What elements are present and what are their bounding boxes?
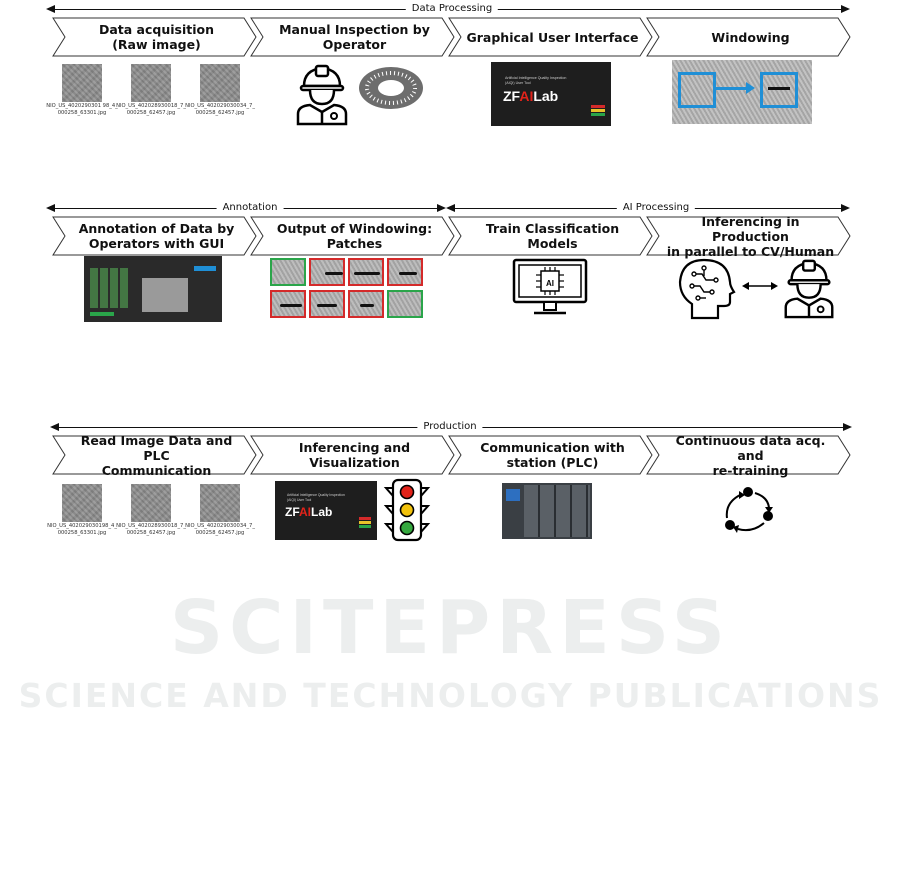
operator-icon xyxy=(296,64,348,126)
cycle-icon xyxy=(725,487,773,533)
step-windowing: Windowing xyxy=(646,17,851,57)
step-gui: Graphical User Interface xyxy=(448,17,653,57)
gui-status-yellow xyxy=(591,109,605,112)
production-label: Production xyxy=(417,421,483,433)
gui-subtitle: Artificial Intelligence Quality Inspecti… xyxy=(287,493,345,502)
raw-image-caption: NIO_US_402028930018_7_ 000258_62457.jpg xyxy=(116,103,186,116)
window-arrow xyxy=(714,87,748,90)
step-manual-inspection: Manual Inspection by Operator xyxy=(250,17,455,57)
raw-image-thumbnail xyxy=(200,484,240,522)
step-title: Windowing xyxy=(711,29,790,45)
raw-image-thumbnail xyxy=(62,64,102,102)
raw-image-thumbnail xyxy=(200,64,240,102)
step-communication-plc: Communication with station (PLC) xyxy=(448,435,653,475)
bidirectional-arrow-icon xyxy=(742,282,778,290)
step-output-windowing: Output of Windowing: Patches xyxy=(250,216,455,256)
step-title: Annotation of Data by Operators with GUI xyxy=(78,221,235,251)
step-title: Inferencing and Visualization xyxy=(298,440,411,470)
ai-processing-label: AI Processing xyxy=(616,202,696,214)
watermark-subtitle: SCIENCE AND TECHNOLOGY PUBLICATIONS xyxy=(18,676,883,715)
logo-lab: Lab xyxy=(533,88,559,104)
gui-screenshot: Artificial Intelligence Quality Inspecti… xyxy=(275,481,377,540)
gui-status-green xyxy=(591,113,605,116)
plc-hardware-image xyxy=(502,483,592,539)
zf-ai-lab-logo: ZFAILab xyxy=(503,88,558,104)
raw-image-thumbnail xyxy=(62,484,102,522)
ai-chip-label: AI xyxy=(546,279,554,288)
gui-status-red xyxy=(591,105,605,108)
zf-ai-lab-logo: ZFAILab xyxy=(285,505,332,519)
step-title: Read Image Data and PLC Communication xyxy=(80,432,233,478)
step-title: Graphical User Interface xyxy=(466,29,639,45)
step-data-acquisition: Data acquisition (Raw image) xyxy=(52,17,257,57)
step-title: Data acquisition (Raw image) xyxy=(98,22,215,52)
inspected-part-image xyxy=(359,67,423,109)
annotation-submit-bar xyxy=(90,312,114,316)
gui-subtitle: Artificial Intelligence Quality Inspecti… xyxy=(505,76,567,85)
step-inferencing-visualization: Inferencing and Visualization xyxy=(250,435,455,475)
crack-mark xyxy=(768,87,790,90)
raw-image-thumbnail xyxy=(131,64,171,102)
step-title: Continuous data acq. and re-training xyxy=(675,432,826,478)
step-continuous-retraining: Continuous data acq. and re-training xyxy=(646,432,851,478)
raw-image-caption: NIO_US_402029030198_4_ 000258_63301.jpg xyxy=(47,523,117,536)
logo-lab: Lab xyxy=(311,505,333,519)
gui-status-yellow xyxy=(359,521,371,524)
raw-image-caption: NIO_US_402028930018_7_ 000258_62457.jpg xyxy=(116,523,186,536)
window-box-left xyxy=(678,72,716,108)
window-box-right xyxy=(760,72,798,108)
windowing-image xyxy=(672,60,812,124)
raw-image-thumbnail xyxy=(131,484,171,522)
patch-nok xyxy=(270,290,306,318)
annotation-label: Annotation xyxy=(216,202,284,214)
gui-status-red xyxy=(359,517,371,520)
data-processing-label: Data Processing xyxy=(405,3,499,15)
step-inferencing-parallel: Inferencing in Production in parallel to… xyxy=(646,213,851,259)
patch-nok xyxy=(348,290,384,318)
logo-zf: ZF xyxy=(285,505,299,519)
step-read-image-plc: Read Image Data and PLC Communication xyxy=(52,432,257,478)
raw-image-caption: NIO_US_402029030034_7_ 000258_62457.jpg xyxy=(185,523,255,536)
step-train-models: Train Classification Models xyxy=(448,216,653,256)
ai-head-icon xyxy=(678,258,736,320)
step-annotation: Annotation of Data by Operators with GUI xyxy=(52,216,257,256)
annotation-preview xyxy=(142,278,188,312)
annotation-grid xyxy=(90,268,128,308)
operator-icon xyxy=(784,259,834,319)
raw-image-caption: NIO_US_4020290301 98_4_ 000258_63301.jpg xyxy=(46,103,118,116)
raw-image-caption: NIO_US_402029030034_7_ 000258_62457.jpg xyxy=(185,103,255,116)
patch-nok xyxy=(387,258,423,286)
logo-zf: ZF xyxy=(503,88,520,104)
ai-monitor-icon xyxy=(512,258,588,315)
patch-ok xyxy=(387,290,423,318)
gui-screenshot: Artificial Intelligence Quality Inspecti… xyxy=(491,62,611,126)
plc-modules xyxy=(524,485,590,537)
patch-nok xyxy=(348,258,384,286)
step-title: Output of Windowing: Patches xyxy=(276,221,433,251)
gui-status-green xyxy=(359,525,371,528)
window-arrow-head xyxy=(746,82,755,94)
patch-nok xyxy=(309,290,345,318)
patch-ok xyxy=(270,258,306,286)
annotation-gui-screenshot xyxy=(84,256,222,322)
plc-display xyxy=(506,489,520,501)
patch-nok xyxy=(309,258,345,286)
annotation-side-panel xyxy=(194,266,216,271)
logo-ai: AI xyxy=(299,505,311,519)
traffic-light-icon xyxy=(383,478,431,542)
watermark-title: SCITEPRESS xyxy=(169,585,732,671)
step-title: Communication with station (PLC) xyxy=(480,440,625,470)
logo-ai: AI xyxy=(519,88,534,104)
step-title: Manual Inspection by Operator xyxy=(279,22,430,52)
step-title: Inferencing in Production in parallel to… xyxy=(666,213,835,259)
step-title: Train Classification Models xyxy=(485,221,620,251)
